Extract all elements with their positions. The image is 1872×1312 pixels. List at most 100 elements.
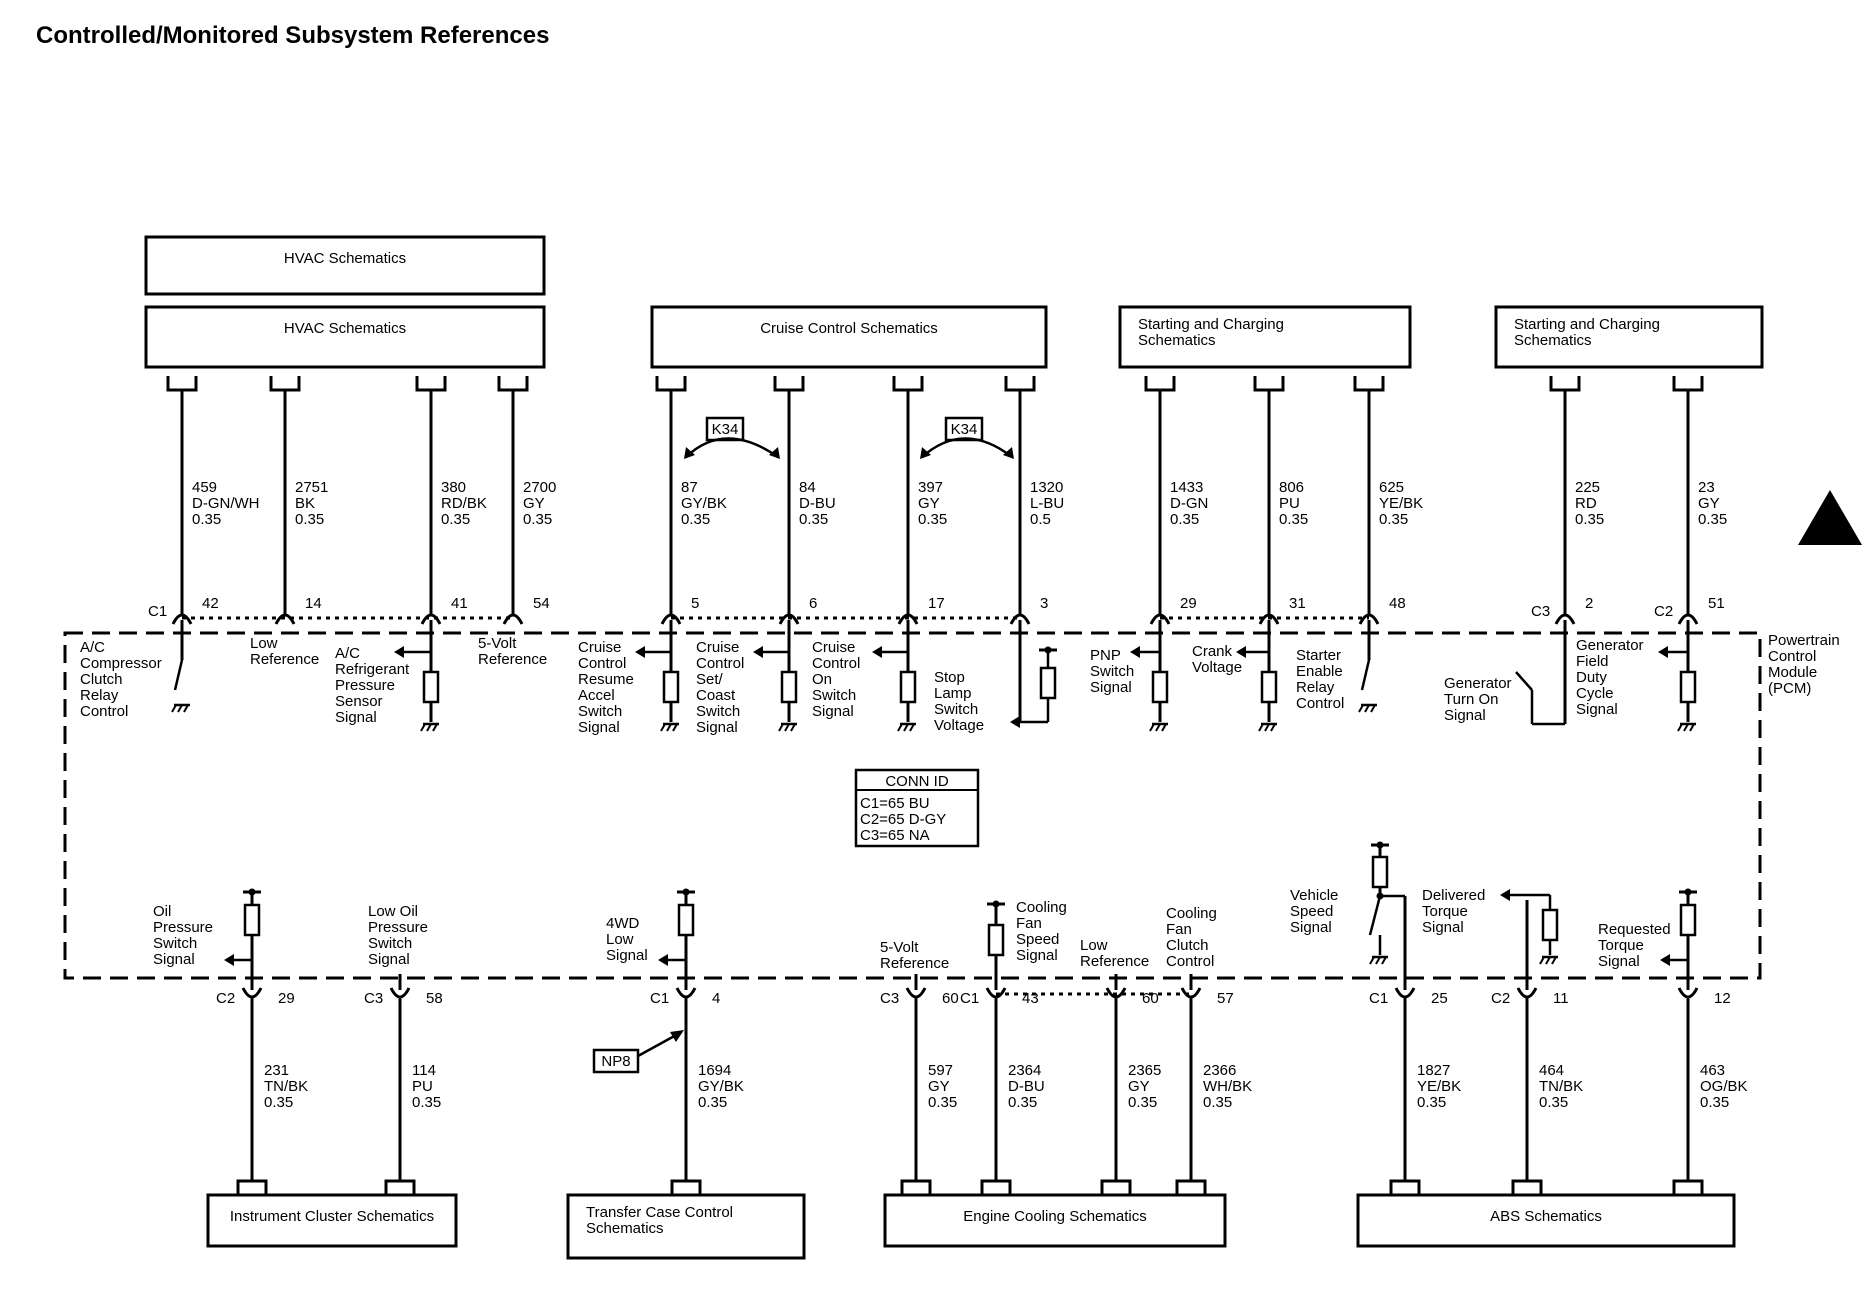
abs-schematics-box-label: ABS Schematics <box>1490 1208 1602 1225</box>
resistor-icon <box>899 670 917 704</box>
terminal-icon <box>1549 376 1581 392</box>
label-line: GY <box>918 495 940 512</box>
label-line: Starter <box>1296 647 1341 664</box>
label-line: A/C <box>335 645 360 662</box>
page-title: Controlled/Monitored Subsystem Reference… <box>36 22 550 49</box>
label-line: Control <box>1296 695 1344 712</box>
label-line: Signal <box>1090 679 1132 696</box>
ground-tick <box>790 723 796 732</box>
ground-tick <box>183 704 189 713</box>
pin-label: 42 <box>202 595 219 612</box>
label-line: Schematics <box>586 1220 664 1237</box>
label-line: D-BU <box>799 495 836 512</box>
label-line: ABS Schematics <box>1490 1208 1602 1225</box>
label-line: Turn On <box>1444 691 1498 708</box>
starting-charging-schematics-box-1 <box>1118 305 1412 369</box>
label-line: Starting and Charging <box>1138 316 1284 333</box>
label-line: 5-Volt <box>478 635 517 652</box>
ground-tick <box>1270 723 1276 732</box>
label-line: GY <box>1128 1078 1150 1095</box>
conn-label: C2 <box>1491 990 1510 1007</box>
label-line: Signal <box>578 719 620 736</box>
label-line: TN/BK <box>1539 1078 1583 1095</box>
ground-icon <box>420 722 439 732</box>
ground-tick <box>784 723 790 732</box>
label-line: Powertrain <box>1768 632 1840 649</box>
label-line: Low <box>606 931 634 948</box>
ground-tick <box>1155 723 1161 732</box>
label-line: Fan <box>1166 921 1192 938</box>
label-line: HVAC Schematics <box>284 250 406 267</box>
terminal-icon <box>384 1179 416 1195</box>
ground-tick <box>660 723 666 732</box>
connector-icon <box>1677 987 1699 999</box>
terminal-icon <box>900 1179 932 1195</box>
pin-label: 60 <box>1142 990 1159 1007</box>
label-line: Compressor <box>80 655 162 672</box>
pin-label: 6 <box>809 595 817 612</box>
connector-icon <box>778 613 800 625</box>
label-line: 0.35 <box>1417 1094 1446 1111</box>
label-line: Crank <box>1192 643 1233 660</box>
label-line: 0.35 <box>523 511 552 528</box>
connector-icon <box>897 613 919 625</box>
terminal-icon <box>269 376 301 392</box>
label-line: D-BU <box>1008 1078 1045 1095</box>
pin-label: 29 <box>278 990 295 1007</box>
label-line: Accel <box>578 687 615 704</box>
pin-label: 17 <box>928 595 945 612</box>
label-line: 625 <box>1379 479 1404 496</box>
label-line: Signal <box>1598 953 1640 970</box>
label-line: Generator <box>1444 675 1512 692</box>
terminal-icon <box>415 376 447 392</box>
label-line: C1 <box>148 603 167 620</box>
label-line: PU <box>412 1078 433 1095</box>
label-line: 41 <box>451 595 468 612</box>
connector-icon <box>1677 613 1699 625</box>
terminal-icon <box>655 376 687 392</box>
ground-icon <box>171 703 190 713</box>
label-line: 0.35 <box>1128 1094 1157 1111</box>
label-line: 0.35 <box>264 1094 293 1111</box>
resistor-icon <box>1679 903 1697 937</box>
resistor-icon <box>1541 908 1559 942</box>
terminal-icon <box>1672 376 1704 392</box>
arrow-icon <box>224 954 234 966</box>
label-line: Control <box>812 655 860 672</box>
label-line: On <box>812 671 832 688</box>
label-line: C1 <box>1369 990 1388 1007</box>
arrow-icon <box>670 1030 684 1042</box>
ground-tick <box>1149 723 1155 732</box>
label-line: 57 <box>1217 990 1234 1007</box>
label-line: 58 <box>426 990 443 1007</box>
terminal-icon <box>1389 1179 1421 1195</box>
pin-label: 51 <box>1708 595 1725 612</box>
connector-icon <box>660 613 682 625</box>
label-line: C3=65 NA <box>860 827 930 844</box>
pin-label: 57 <box>1217 990 1234 1007</box>
ground-icon <box>1539 955 1558 965</box>
label-line: Low <box>1080 937 1108 954</box>
ground-tick <box>1358 704 1364 713</box>
ground-icon <box>1369 955 1388 965</box>
label-line: 0.35 <box>1008 1094 1037 1111</box>
arrow-icon <box>1010 716 1020 728</box>
label-line: Signal <box>1444 707 1486 724</box>
label-line: Cooling <box>1016 899 1067 916</box>
label-line: Module <box>1768 664 1817 681</box>
label-line: 0.35 <box>192 511 221 528</box>
